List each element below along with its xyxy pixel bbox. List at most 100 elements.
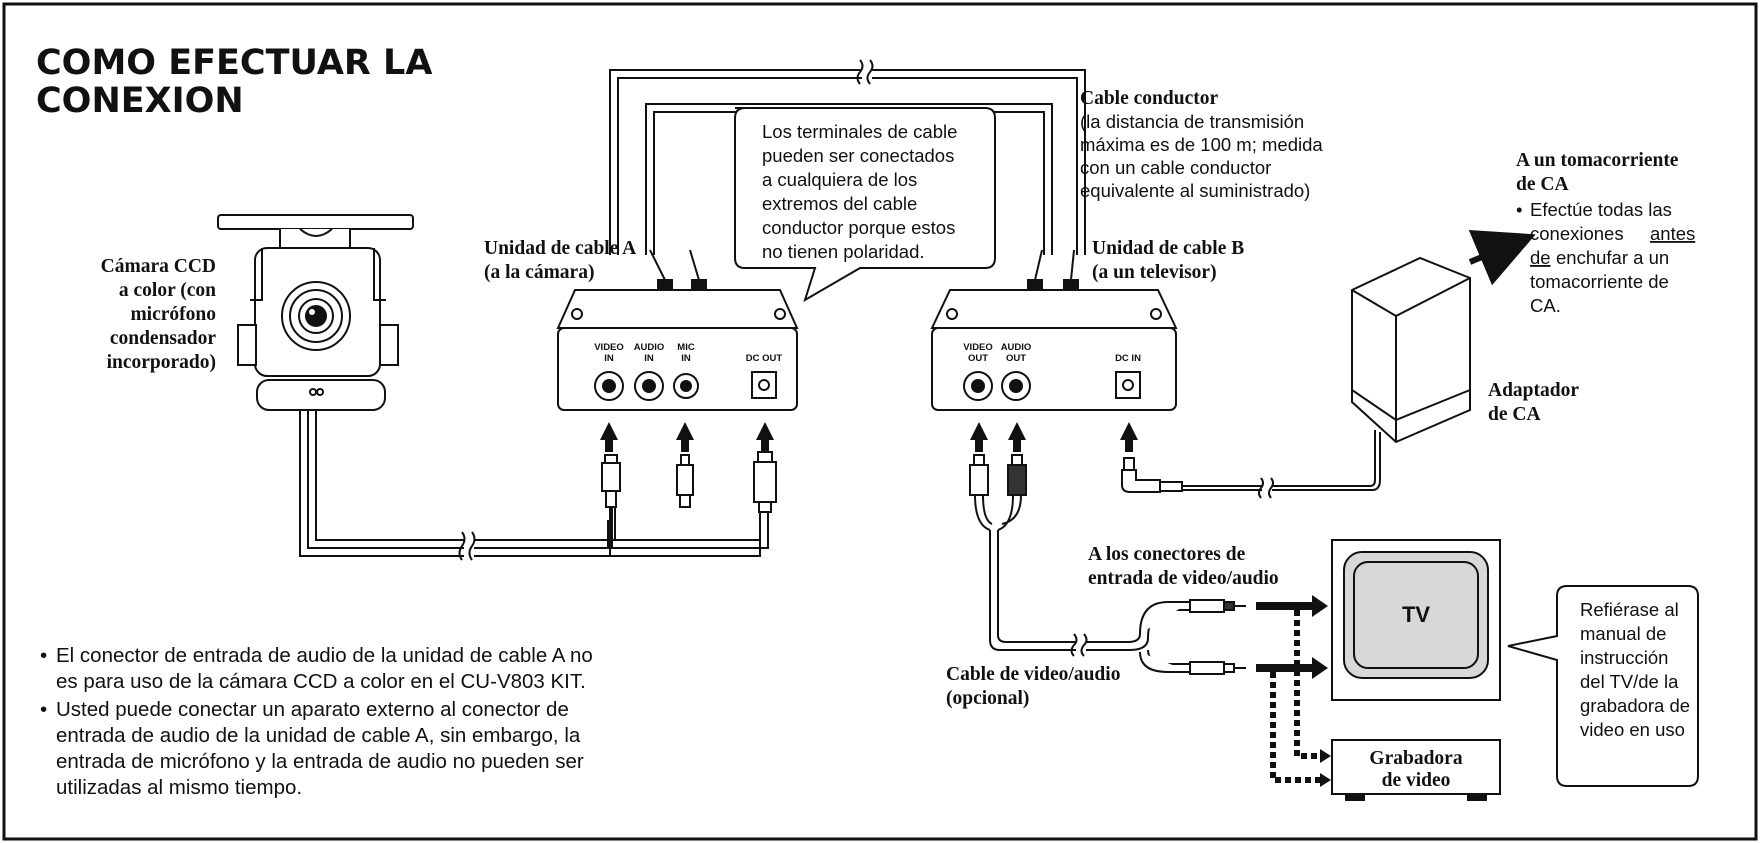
plug-audio-b: [1007, 454, 1027, 496]
svg-text:IN: IN: [681, 353, 691, 364]
cable-unit-b: [930, 249, 1178, 411]
outlet-line-5: CA.: [1530, 295, 1561, 316]
svg-text:AUDIO: AUDIO: [634, 342, 665, 353]
terminals-callout: Los terminales de cable pueden ser conec…: [734, 107, 996, 303]
unit-a-label-2: (a la cámara): [484, 262, 594, 283]
arrows-unit-a: [600, 422, 774, 452]
svg-text:Cámara CCD: Cámara CCD: [101, 256, 216, 277]
unit-b-label-2: (a un televisor): [1092, 262, 1217, 283]
conductor-line-4: equivalente al suministrado): [1080, 180, 1310, 201]
outlet-line-4: tomacorriente de: [1530, 271, 1669, 292]
svg-text:DC OUT: DC OUT: [746, 353, 783, 364]
outlet-line-3: enchufar a un: [1556, 247, 1669, 268]
ac-adapter: [1351, 256, 1471, 444]
tv-plugs: [1139, 599, 1246, 675]
svg-text:condensador: condensador: [110, 328, 217, 349]
svg-text:manual de: manual de: [1580, 623, 1666, 644]
ccd-camera: [217, 214, 414, 411]
plug-mic-a: [676, 454, 694, 508]
note-2-line-4: utilizadas al mismo tiempo.: [56, 776, 302, 799]
svg-text:•: •: [40, 698, 47, 721]
svg-text:AUDIO: AUDIO: [1001, 342, 1032, 353]
outlet-line-2: conexiones: [1530, 223, 1624, 244]
terminals-line-1: Los terminales de cable: [762, 121, 957, 142]
svg-text:video en uso: video en uso: [1580, 719, 1685, 740]
cable-break-mark: [856, 59, 874, 86]
plug-in-arrow: [1468, 229, 1536, 286]
plug-video-a: [601, 454, 621, 508]
tv-set: [1331, 539, 1501, 701]
note-1-line-1: El conector de entrada de audio de la un…: [56, 644, 593, 667]
note-1-line-2: es para uso de la cámara CCD a color en …: [56, 670, 586, 693]
svg-text:•: •: [40, 644, 47, 667]
camera-label: Cámara CCD a color (con micrófono conden…: [101, 256, 217, 373]
recorder-arrowheads: [1320, 749, 1331, 787]
conductor-cable: [609, 69, 1086, 255]
outlet-line-3-underlined: de: [1530, 247, 1551, 268]
svg-text:micrófono: micrófono: [130, 304, 216, 325]
conductor-title: Cable conductor: [1080, 88, 1218, 109]
svg-text:OUT: OUT: [968, 353, 988, 364]
svg-text:IN: IN: [604, 353, 614, 364]
video-recorder: [1331, 739, 1501, 801]
svg-text:grabadora de: grabadora de: [1580, 695, 1690, 716]
svg-text:del TV/de la: del TV/de la: [1580, 671, 1679, 692]
conductor-line-2: máxima es de 100 m; medida: [1080, 134, 1323, 155]
av-cable-break: [1070, 633, 1088, 657]
terminals-line-2: pueden ser conectados: [762, 145, 954, 166]
av-cable-label-2: (opcional): [946, 688, 1029, 709]
unit-a-ports: VIDEO IN AUDIO IN MIC IN DC OUT: [594, 342, 782, 364]
conductor-line-3: con un cable conductor: [1080, 157, 1271, 178]
tv-arrows: [1256, 595, 1328, 679]
outlet-line-2-underlined: antes: [1650, 223, 1695, 244]
note-2-line-3: entrada de micrófono y la entrada de aud…: [56, 750, 584, 773]
svg-text:VIDEO: VIDEO: [963, 342, 993, 353]
svg-text:IN: IN: [644, 353, 654, 364]
dc-plug-b: [1121, 430, 1381, 493]
outlet-title-2: de CA: [1516, 174, 1569, 195]
unit-b-label-1: Unidad de cable B: [1092, 238, 1244, 259]
outlet-bullet: •: [1516, 199, 1522, 220]
recorder-label-1: Grabadora: [1369, 748, 1462, 769]
tv-label: TV: [1402, 602, 1430, 627]
manual-callout: Refiérase al manual de instrucción del T…: [1507, 585, 1699, 787]
cable-unit-a: [556, 249, 799, 411]
terminals-line-6: no tienen polaridad.: [762, 241, 925, 262]
plug-video-b: [969, 454, 989, 496]
svg-text:a color (con: a color (con: [119, 280, 216, 301]
recorder-label-2: de video: [1382, 770, 1451, 791]
page-title-line1: COMO EFECTUAR LA: [36, 43, 432, 83]
outlet-line-1: Efectúe todas las: [1530, 199, 1672, 220]
svg-text:DC IN: DC IN: [1115, 353, 1141, 364]
inputs-label-1: A los conectores de: [1088, 544, 1246, 565]
outlet-title-1: A un tomacorriente: [1516, 150, 1679, 171]
camera-cable: [299, 410, 769, 557]
svg-text:OUT: OUT: [1006, 353, 1026, 364]
svg-text:VIDEO: VIDEO: [594, 342, 624, 353]
conductor-line-1: (la distancia de transmisión: [1080, 111, 1304, 132]
recorder-routes: [1270, 610, 1320, 783]
notes: • El conector de entrada de audio de la …: [40, 644, 593, 799]
unit-b-ports: VIDEO OUT AUDIO OUT DC IN: [963, 342, 1141, 364]
svg-text:instrucción: instrucción: [1580, 647, 1668, 668]
svg-text:MIC: MIC: [677, 342, 695, 353]
terminals-line-5: conductor porque estos: [762, 217, 955, 238]
note-2-line-2: entrada de audio de la unidad de cable A…: [56, 724, 581, 747]
inputs-label-2: entrada de video/audio: [1088, 568, 1279, 589]
adapter-label-1: Adaptador: [1488, 380, 1579, 401]
page-title-line2: CONEXION: [36, 81, 244, 121]
svg-text:incorporado): incorporado): [107, 352, 216, 373]
arrows-unit-b: [970, 422, 1138, 452]
note-2-line-1: Usted puede conectar un aparato externo …: [56, 698, 569, 721]
svg-text:Refiérase al: Refiérase al: [1580, 599, 1679, 620]
av-cable-label-1: Cable de video/audio: [946, 664, 1120, 685]
av-cable: [974, 494, 1149, 651]
plug-dc-a: [753, 451, 777, 513]
adapter-cable-break: [1258, 477, 1274, 499]
terminals-line-4: extremos del cable: [762, 193, 917, 214]
unit-a-label-1: Unidad de cable A: [484, 238, 636, 259]
terminals-line-3: a cualquiera de los: [762, 169, 917, 190]
